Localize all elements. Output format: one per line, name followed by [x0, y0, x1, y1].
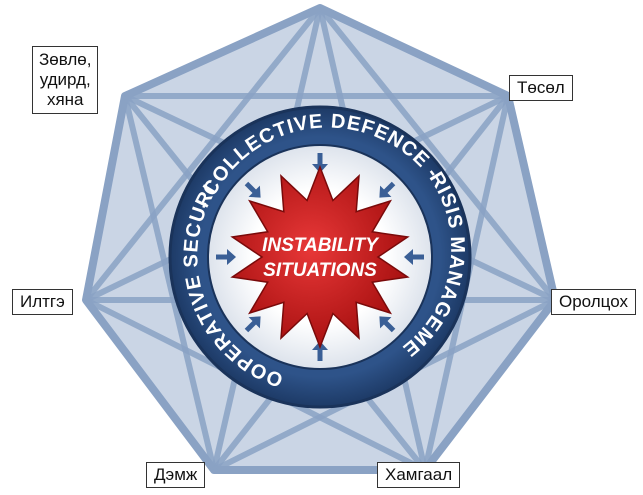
connection-line — [83, 95, 128, 301]
arrow-head — [379, 185, 392, 198]
arrow-shaft — [382, 319, 396, 333]
connection-line — [318, 5, 510, 99]
connection-line — [83, 298, 217, 472]
connection-line — [505, 95, 558, 301]
center-text-line2: SITUATIONS — [263, 260, 377, 281]
center-text-line1: INSTABILITY — [262, 235, 380, 256]
connection-line — [122, 95, 217, 471]
arrow-head — [379, 316, 392, 329]
connection-line — [123, 5, 322, 99]
arrow-head — [227, 249, 236, 265]
arrow-shaft — [244, 319, 258, 333]
connection-line — [422, 298, 558, 472]
arrow-head — [404, 249, 413, 265]
instability-star — [230, 164, 410, 350]
vertex-label-left: Илтгэ — [12, 289, 73, 315]
connection-line — [83, 6, 323, 302]
arrow-shaft — [244, 181, 258, 195]
connection-line — [317, 6, 558, 302]
inward-arrows — [216, 153, 424, 361]
arrow-shaft — [382, 181, 396, 195]
vertex-label-bottom-left: Дэмж — [146, 462, 206, 488]
vertex-label-bottom-right: Хамгаал — [377, 462, 461, 488]
arrow-head — [248, 316, 261, 329]
vertex-label-top-right: Төсөл — [509, 75, 573, 101]
vertex-label-top-left: Зөвлө, удирд, хяна — [32, 46, 99, 114]
arrow-head — [248, 185, 261, 198]
vertex-label-right: Оролцох — [551, 289, 636, 315]
